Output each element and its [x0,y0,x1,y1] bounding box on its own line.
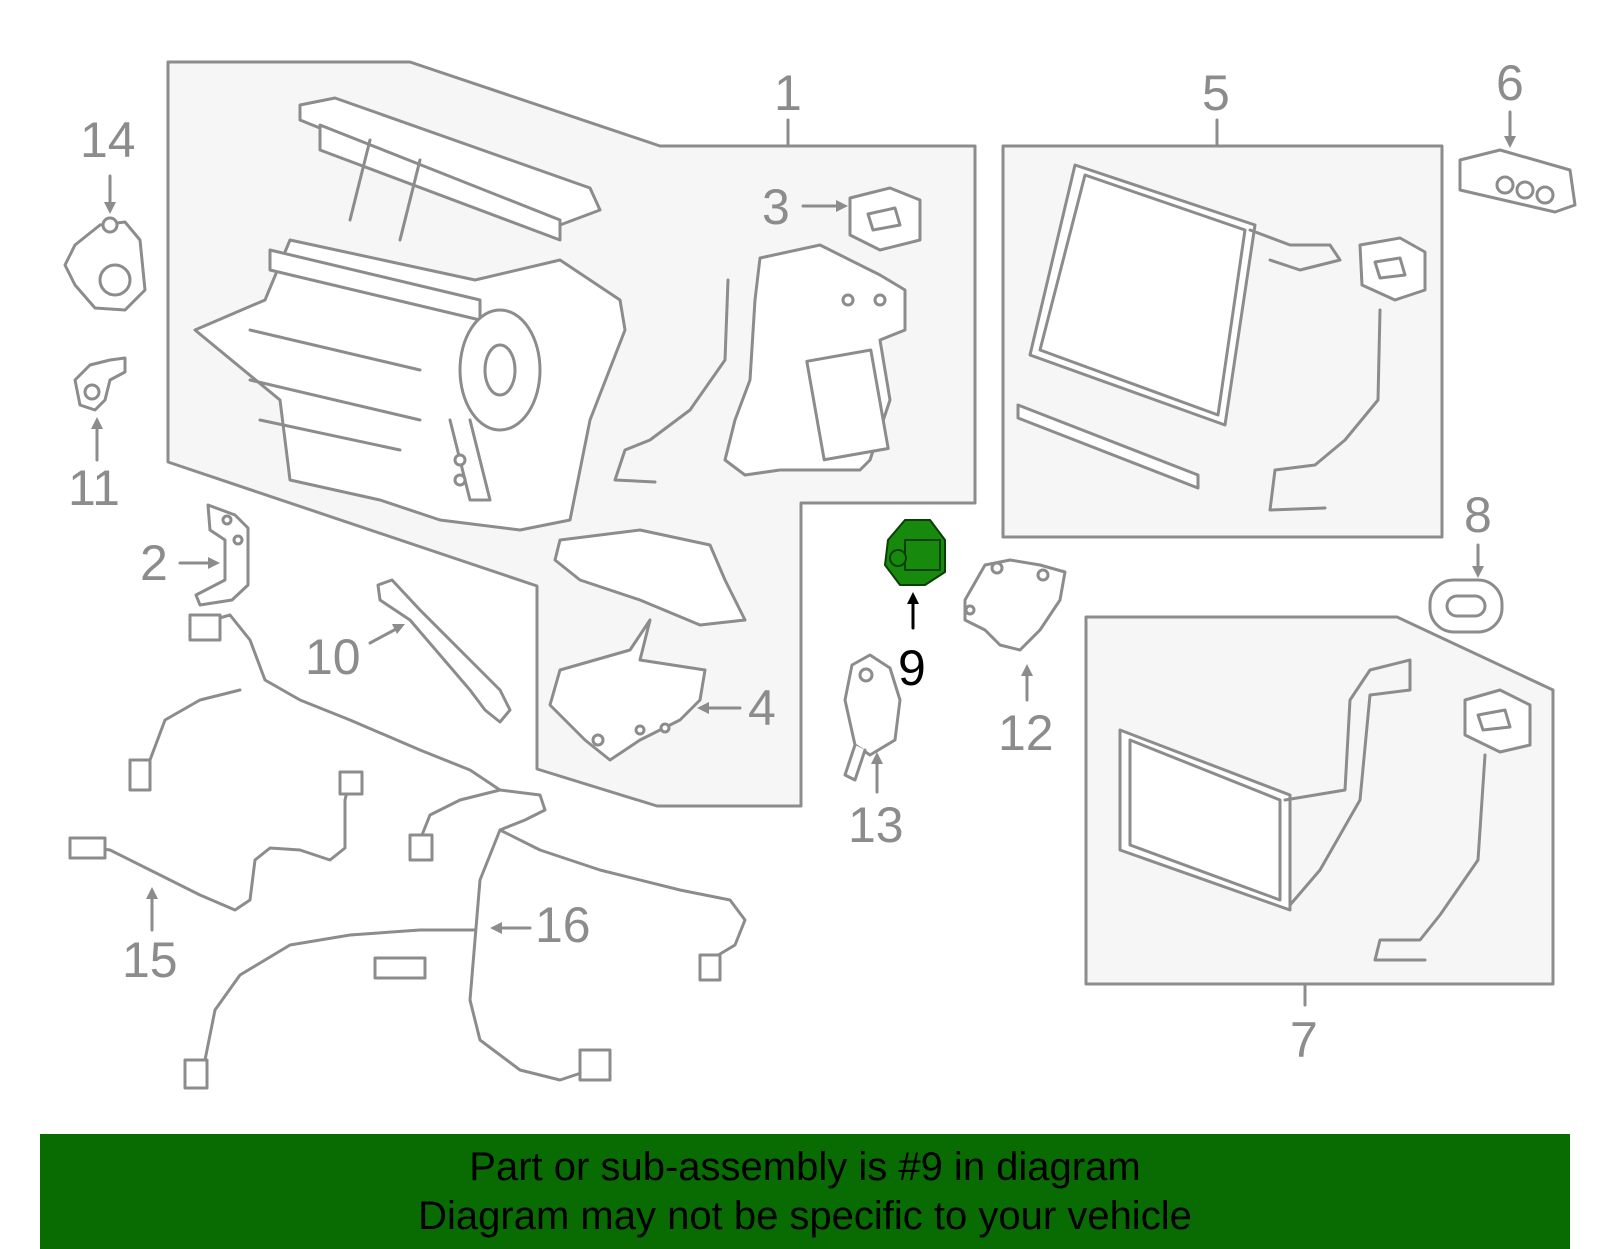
arrow-13 [871,752,883,764]
arrow-15 [146,887,158,899]
callout-7: 7 [1290,1012,1318,1068]
heater-core-pipe [1283,658,1412,907]
harness-16-connector-a [188,613,222,642]
callout-11: 11 [68,460,120,516]
harness-part-16-branch-d [418,788,502,842]
bracket-part-4 [548,618,707,762]
callout-4: 4 [748,680,776,736]
hvac-housing-part-1 [193,96,627,532]
harness-part-16-branch-b [498,828,747,962]
arrow-11 [91,417,103,429]
harness-part-16-branch-a [138,688,242,772]
callout-13: 13 [848,797,904,853]
arrow-8 [1472,566,1484,578]
bracket-part-12 [963,558,1067,652]
callout-14: 14 [80,112,136,168]
info-banner: Part or sub-assembly is #9 in diagram Di… [40,1134,1570,1249]
callout-2: 2 [140,535,168,591]
arrow-16 [490,922,502,934]
arrow-12 [1021,664,1033,676]
harness-15-connector-a [68,836,107,860]
banner-line-part: Part or sub-assembly is #9 in diagram [469,1145,1141,1189]
callout-8: 8 [1464,487,1492,543]
harness-16-connector-d [698,953,722,982]
seal-evap [1358,236,1427,302]
harness-part-16-branch-c [193,928,477,1082]
arrow-3 [836,200,848,212]
arrow-9 [907,592,919,604]
housing-cover [723,243,907,477]
callout-3: 3 [762,179,790,235]
group-panel-7 [1084,615,1555,986]
drain-pipe [613,278,730,484]
callout-10: 10 [305,629,361,685]
evaporator-pipe [1248,228,1342,272]
grommet-part-8 [1428,578,1504,634]
callout-15: 15 [122,932,178,988]
harness-16-connector-e [373,956,427,980]
bracket-part-2 [194,503,250,607]
harness-16-connector-f [183,1058,209,1090]
heater-drain-pipe [1373,753,1487,962]
rod-part-10 [376,578,512,724]
harness-15-connector-b [338,770,364,796]
arrow-6 [1504,136,1516,148]
leader-10 [368,626,400,645]
callout-6: 6 [1496,55,1524,111]
arrow-2 [208,557,220,569]
harness-part-15 [73,778,352,912]
harness-16-connector-b [128,758,152,792]
harness-part-16-main [193,613,592,1082]
callout-1: 1 [774,65,802,121]
gasket-part-6 [1458,148,1577,214]
sensor-part-11 [73,356,127,412]
motor-part-14 [63,216,147,312]
arrow-4 [697,702,709,714]
callout-9-highlighted: 9 [898,640,926,696]
seal-heater [1463,688,1532,754]
highlighted-part-9 [884,519,946,586]
evaporator-part-5 [1016,163,1257,490]
banner-line-disclaimer: Diagram may not be specific to your vehi… [418,1194,1192,1238]
callout-16: 16 [535,897,591,953]
arrow-10 [392,624,405,634]
arrow-14 [104,202,116,214]
heater-core-part-7 [1118,728,1292,912]
harness-16-connector-c [408,833,434,862]
harness-16-connector-g [578,1048,612,1082]
seal-part-3 [848,186,922,252]
callout-12: 12 [998,705,1054,761]
actuator-part-13 [843,653,902,782]
callout-5: 5 [1202,65,1230,121]
evap-drain-pipe [1268,308,1382,512]
insulator-piece [553,528,747,627]
